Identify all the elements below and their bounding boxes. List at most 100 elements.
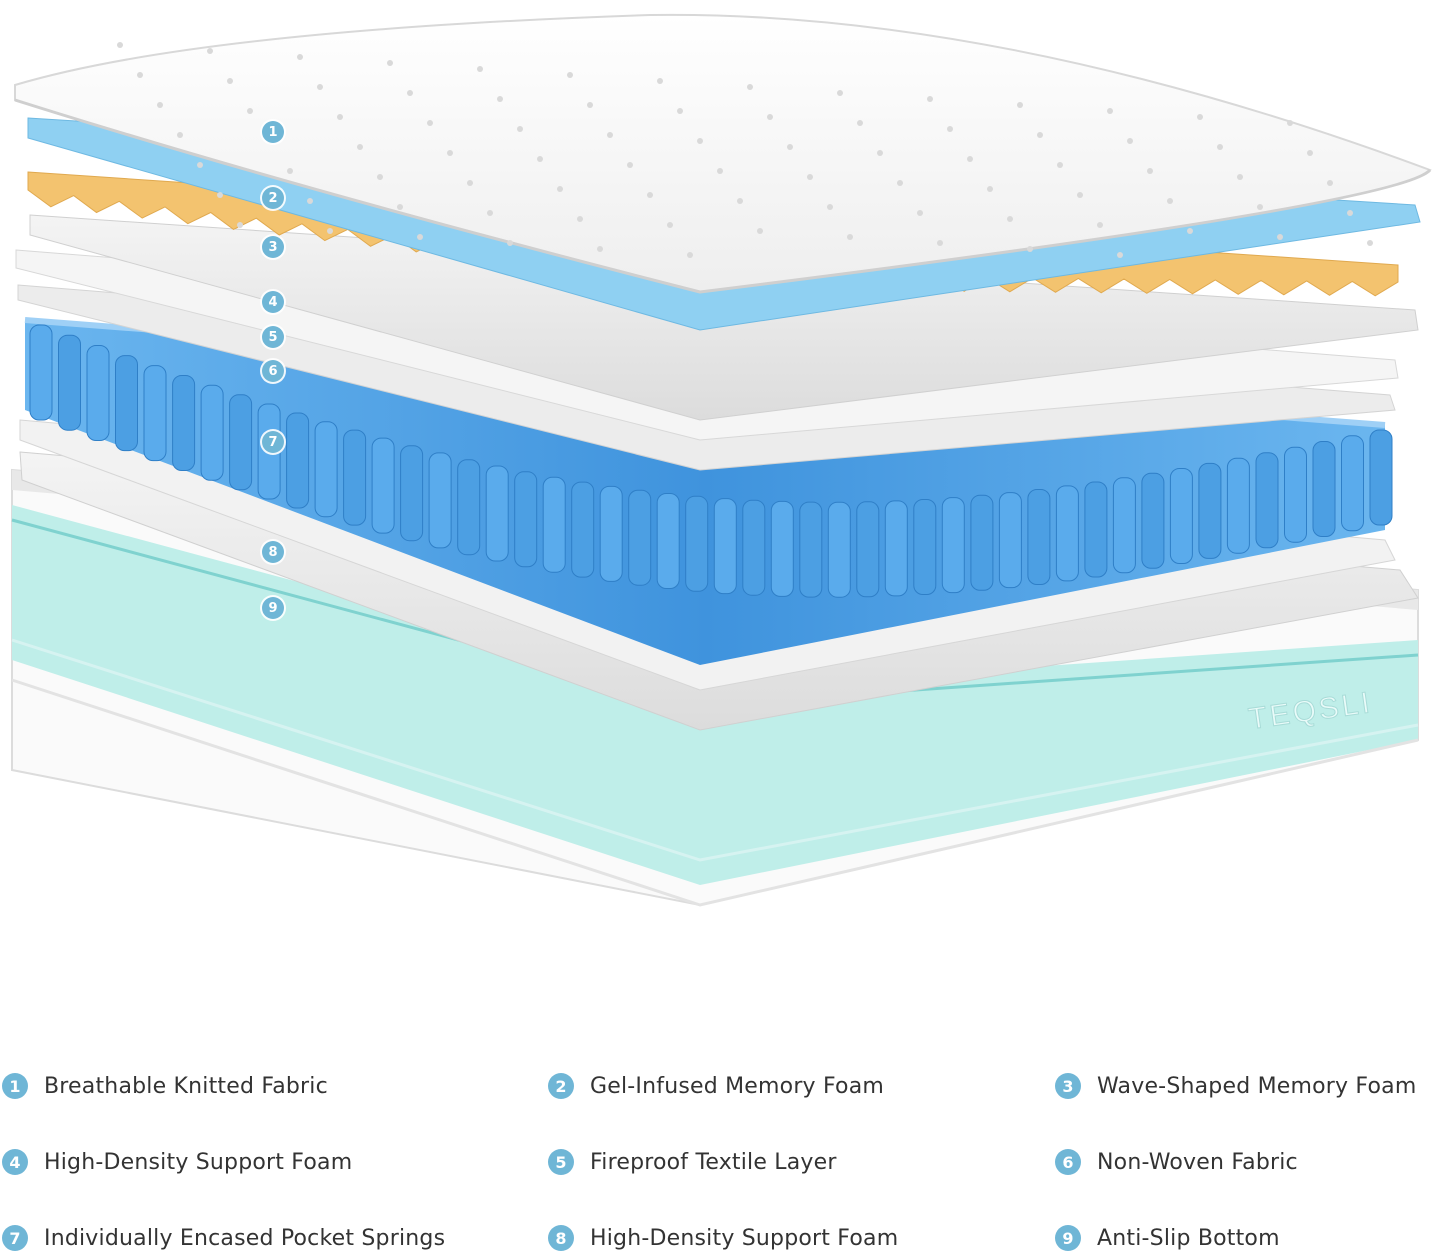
quilt-dot — [417, 234, 423, 240]
spring-coil — [1141, 472, 1165, 569]
legend-number-8: 8 — [548, 1225, 574, 1251]
legend-item-7: 7 Individually Encased Pocket Springs — [2, 1225, 445, 1251]
quilt-dot — [607, 132, 613, 138]
spring-coil — [286, 412, 310, 509]
layer-badge-9: 9 — [262, 597, 284, 619]
quilt-dot — [207, 48, 213, 54]
quilt-dot — [1037, 132, 1043, 138]
quilt-dot — [667, 222, 673, 228]
quilt-dot — [307, 198, 313, 204]
quilt-dot — [927, 96, 933, 102]
spring-columns — [29, 324, 1393, 598]
quilt-dot — [497, 96, 503, 102]
mattress-layers-illustration: TEQSLI — [11, 13, 1432, 907]
quilt-dot — [837, 90, 843, 96]
layer-badge-4: 4 — [262, 291, 284, 313]
quilt-dot — [847, 234, 853, 240]
layer-badge-1: 1 — [262, 121, 284, 143]
quilt-dot — [137, 72, 143, 78]
spring-coil — [29, 324, 53, 421]
spring-coil — [713, 498, 737, 595]
spring-coil — [428, 452, 452, 549]
spring-coil — [1341, 435, 1364, 532]
quilt-dot — [937, 240, 943, 246]
spring-coil — [1027, 489, 1051, 585]
spring-coil — [941, 497, 965, 594]
spring-coil — [115, 355, 138, 452]
legend-number-7: 7 — [2, 1225, 28, 1251]
quilt-dot — [407, 90, 413, 96]
quilt-dot — [217, 192, 223, 198]
layer-badge-6: 6 — [262, 360, 284, 382]
quilt-dot — [227, 78, 233, 84]
spring-coil — [485, 465, 509, 562]
quilt-dot — [157, 102, 163, 108]
quilt-dot — [597, 246, 603, 252]
quilt-dot — [117, 42, 123, 48]
quilt-dot — [1057, 162, 1063, 168]
quilt-dot — [357, 144, 363, 150]
spring-coil — [656, 493, 680, 589]
quilt-dot — [677, 108, 683, 114]
spring-coil — [1255, 452, 1279, 549]
quilt-dot — [1187, 228, 1193, 234]
quilt-dot — [687, 252, 693, 258]
quilt-dot — [327, 228, 333, 234]
legend-label-5: Fireproof Textile Layer — [590, 1149, 837, 1175]
quilt-dot — [807, 174, 813, 180]
quilt-dot — [177, 132, 183, 138]
spring-coil — [314, 421, 338, 518]
spring-coil — [172, 375, 196, 471]
legend-item-6: 6 Non-Woven Fabric — [1055, 1149, 1298, 1175]
spring-coil — [1112, 477, 1136, 574]
quilt-dot — [1327, 180, 1333, 186]
quilt-dot — [1197, 114, 1203, 120]
quilt-dot — [1017, 102, 1023, 108]
legend-number-4: 4 — [2, 1149, 28, 1175]
quilt-dot — [1097, 222, 1103, 228]
quilt-dot — [507, 240, 513, 246]
spring-coil — [799, 501, 823, 598]
spring-coil — [770, 500, 794, 597]
legend-item-5: 5 Fireproof Textile Layer — [548, 1149, 837, 1175]
quilt-dot — [767, 114, 773, 120]
legend-label-6: Non-Woven Fabric — [1097, 1149, 1298, 1175]
legend-item-9: 9 Anti-Slip Bottom — [1055, 1225, 1280, 1251]
spring-coil — [1284, 446, 1307, 543]
quilt-dot — [537, 156, 543, 162]
quilt-dot — [787, 144, 793, 150]
quilt-dot — [427, 120, 433, 126]
legend-number-6: 6 — [1055, 1149, 1081, 1175]
quilt-dot — [737, 198, 743, 204]
quilt-dot — [1237, 174, 1243, 180]
quilt-dot — [1147, 168, 1153, 174]
legend-number-1: 1 — [2, 1073, 28, 1099]
quilt-dot — [297, 54, 303, 60]
quilt-dot — [747, 84, 753, 90]
quilt-dot — [197, 162, 203, 168]
quilt-dot — [587, 102, 593, 108]
quilt-dot — [477, 66, 483, 72]
spring-coil — [1312, 441, 1336, 537]
spring-coil — [514, 471, 538, 568]
quilt-dot — [697, 138, 703, 144]
quilt-dot — [717, 168, 723, 174]
quilt-dot — [1367, 240, 1373, 246]
legend-label-8: High-Density Support Foam — [590, 1225, 899, 1251]
spring-coil — [599, 485, 623, 582]
layer-badge-2: 2 — [262, 187, 284, 209]
quilt-dot — [387, 60, 393, 66]
quilt-dot — [287, 168, 293, 174]
quilt-dot — [317, 84, 323, 90]
legend-item-3: 3 Wave-Shaped Memory Foam — [1055, 1073, 1416, 1099]
quilt-dot — [1107, 108, 1113, 114]
quilt-dot — [897, 180, 903, 186]
legend-item-8: 8 High-Density Support Foam — [548, 1225, 898, 1251]
quilt-dot — [247, 108, 253, 114]
spring-coil — [229, 394, 253, 491]
spring-coil — [1226, 457, 1250, 554]
quilt-dot — [1027, 246, 1033, 252]
quilt-dot — [1217, 144, 1223, 150]
quilt-dot — [1347, 210, 1353, 216]
quilt-dot — [1277, 234, 1283, 240]
